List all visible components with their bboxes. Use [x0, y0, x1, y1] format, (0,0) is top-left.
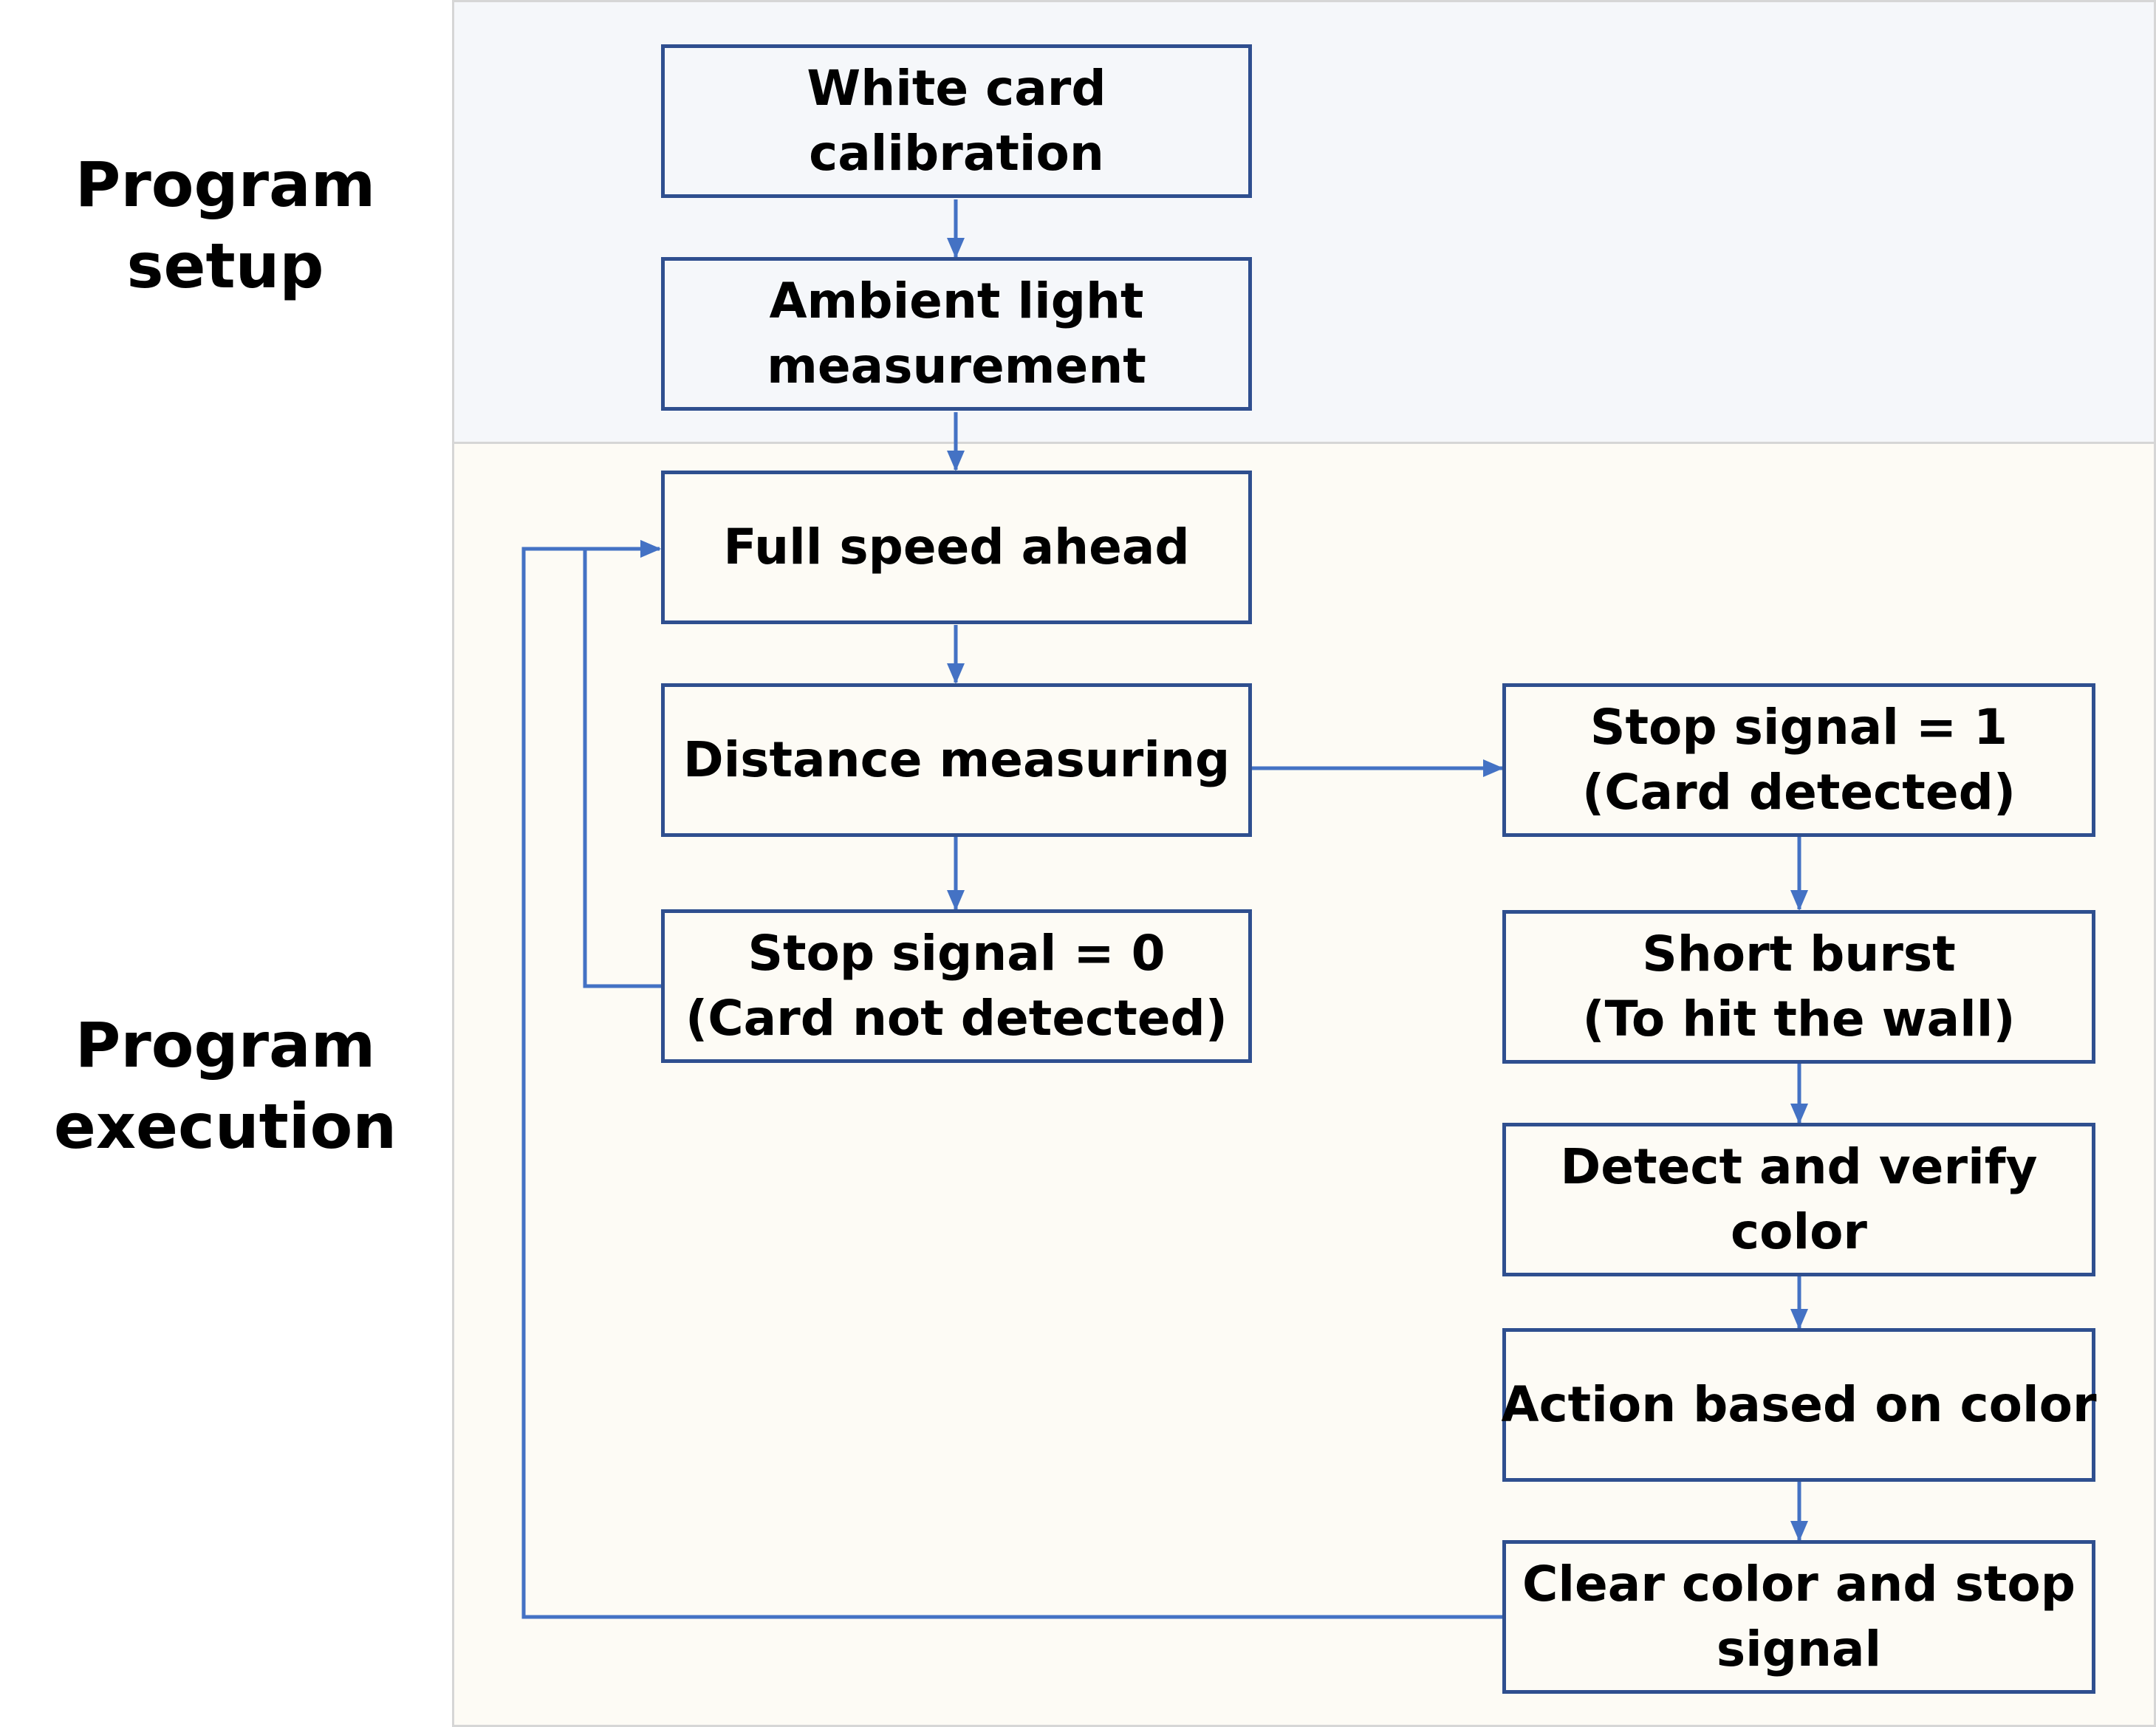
full-speed-ahead-box: Full speed ahead — [661, 471, 1252, 624]
program-setup-region — [452, 0, 2156, 444]
distance-measuring-box: Distance measuring — [661, 683, 1252, 837]
action-based-on-color-box: Action based on color — [1501, 1328, 2097, 1482]
loop-clear-to-fullspeed — [521, 540, 1504, 1619]
stop-signal-0-box: Stop signal = 0(Card not detected) — [661, 909, 1252, 1063]
stop-signal-1-box: Stop signal = 1(Card detected) — [1502, 683, 2095, 837]
short-burst-box: Short burst(To hit the wall) — [1502, 910, 2095, 1064]
program-setup-label: Program setup — [75, 148, 376, 302]
program-execution-label: Program execution — [53, 1009, 397, 1163]
program-execution-region — [452, 442, 2156, 1727]
loop-stop0-to-fullspeed — [583, 540, 663, 988]
